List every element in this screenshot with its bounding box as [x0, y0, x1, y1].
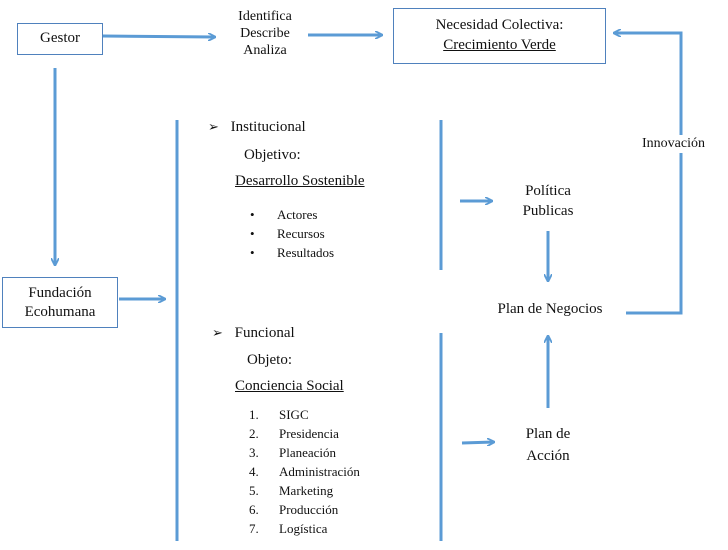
list-item: 1.SIGC: [249, 407, 309, 422]
list-item: 4.Administración: [249, 464, 360, 479]
list-item: •Actores: [250, 207, 318, 222]
innovacion-loop-line: [614, 33, 683, 315]
verb-analiza: Analiza: [243, 43, 287, 58]
necesidad-subtitle: Crecimiento Verde: [443, 37, 556, 53]
institucional-arrow-icon: ➢: [208, 120, 219, 135]
funcional-title: Funcional: [234, 325, 295, 341]
plan-accion-node: Plan de Acción: [505, 423, 591, 467]
list-item: 2.Presidencia: [249, 426, 339, 441]
objetivo-label: Objetivo:: [244, 147, 301, 163]
politica-node: Política Publicas: [500, 181, 596, 221]
gestor-box: Gestor: [17, 23, 103, 55]
verb-identifica: Identifica: [238, 9, 292, 24]
plan-accion-line2: Acción: [526, 448, 570, 464]
objeto-label: Objeto:: [247, 352, 292, 368]
list-item: 7.Logística: [249, 521, 328, 536]
innovacion-label: Innovación: [640, 135, 707, 153]
objeto-value: Conciencia Social: [235, 378, 344, 394]
bullet-icon: •: [250, 245, 255, 260]
list-item: •Recursos: [250, 226, 325, 241]
arrow-to-plan-accion: [461, 442, 494, 443]
verb-describe: Describe: [240, 26, 290, 41]
politica-line1: Política: [525, 183, 571, 199]
funcional-numbered-list: 1.SIGC 2.Presidencia 3.Planeación 4.Admi…: [249, 405, 360, 538]
institucional-heading: ➢ Institucional: [208, 117, 306, 138]
plan-negocios-node: Plan de Negocios: [497, 301, 603, 317]
gestor-label: Gestor: [40, 30, 80, 46]
list-item: 5.Marketing: [249, 483, 334, 498]
list-item: 6.Producción: [249, 502, 339, 517]
necesidad-box: Necesidad Colectiva: Crecimiento Verde: [393, 8, 606, 64]
institucional-bullet-list: •Actores •Recursos •Resultados: [250, 205, 334, 262]
arrow-gestor-to-verbs: [102, 36, 215, 37]
fundacion-line1: Fundación: [28, 285, 92, 301]
funcional-arrow-icon: ➢: [212, 326, 223, 341]
fundacion-line2: Ecohumana: [24, 304, 96, 320]
list-item: •Resultados: [250, 245, 335, 260]
bullet-icon: •: [250, 226, 255, 241]
fundacion-box: Fundación Ecohumana: [2, 277, 118, 328]
funcional-heading: ➢ Funcional: [212, 323, 295, 344]
necesidad-title: Necesidad Colectiva:: [435, 17, 564, 33]
list-item: 3.Planeación: [249, 445, 337, 460]
institucional-title: Institucional: [230, 119, 306, 135]
objetivo-value: Desarrollo Sostenible: [235, 173, 365, 189]
bullet-icon: •: [250, 207, 255, 222]
verbs-text: Identifica Describe Analiza: [220, 8, 310, 59]
politica-line2: Publicas: [522, 203, 574, 219]
plan-accion-line1: Plan de: [525, 426, 571, 442]
